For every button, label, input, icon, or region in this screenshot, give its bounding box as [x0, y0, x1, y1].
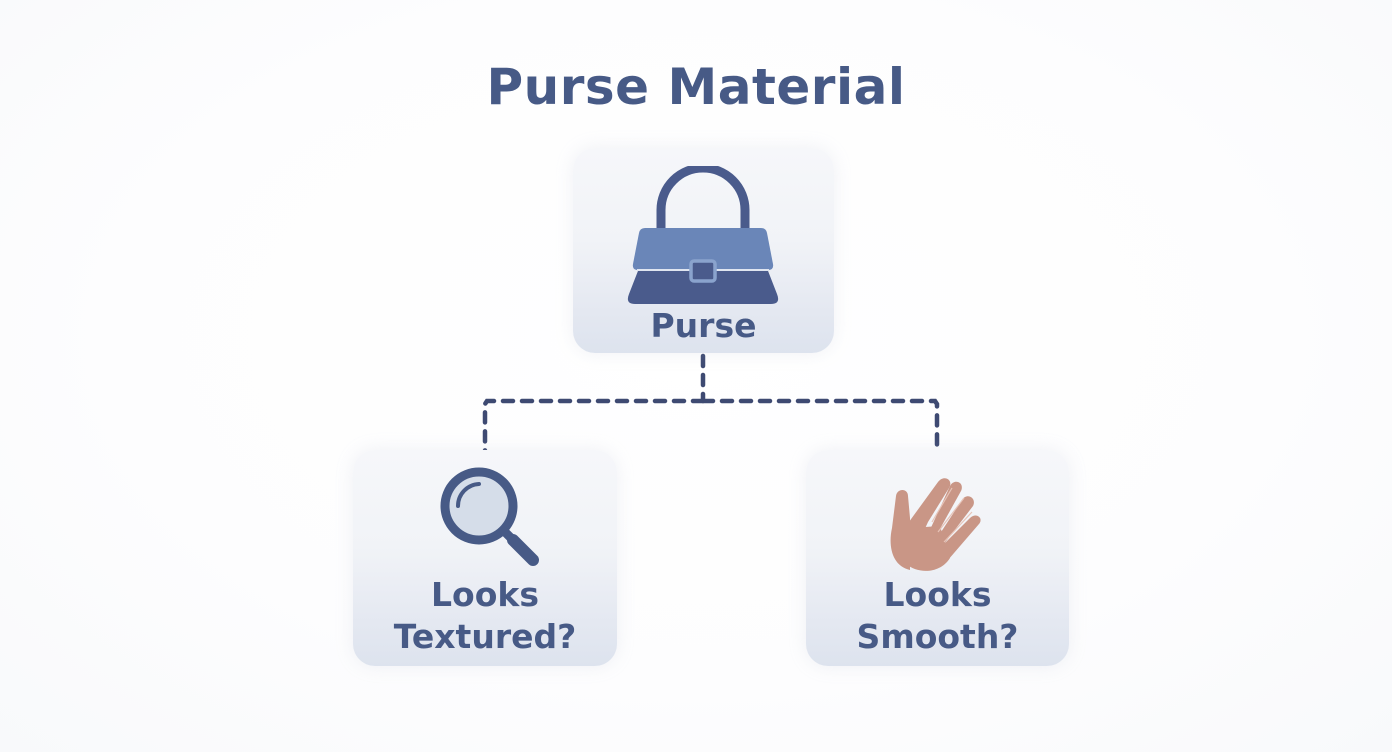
hand-icon	[890, 478, 981, 571]
magnifying-glass-icon	[440, 467, 539, 566]
smooth-label-line2: Smooth?	[856, 617, 1019, 656]
textured-node: Looks Textured?	[353, 450, 617, 666]
textured-label: Looks Textured?	[353, 574, 617, 658]
purse-label: Purse	[650, 306, 757, 345]
purse-icon	[627, 166, 779, 304]
smooth-label-line1: Looks	[883, 575, 992, 614]
textured-label-line1: Looks	[431, 575, 539, 614]
diagram-title: Purse Material	[486, 58, 906, 116]
purse-node: Purse	[573, 148, 834, 353]
smooth-node: Looks Smooth?	[806, 450, 1069, 666]
textured-label-line2: Textured?	[393, 617, 577, 656]
smooth-label: Looks Smooth?	[806, 574, 1069, 658]
